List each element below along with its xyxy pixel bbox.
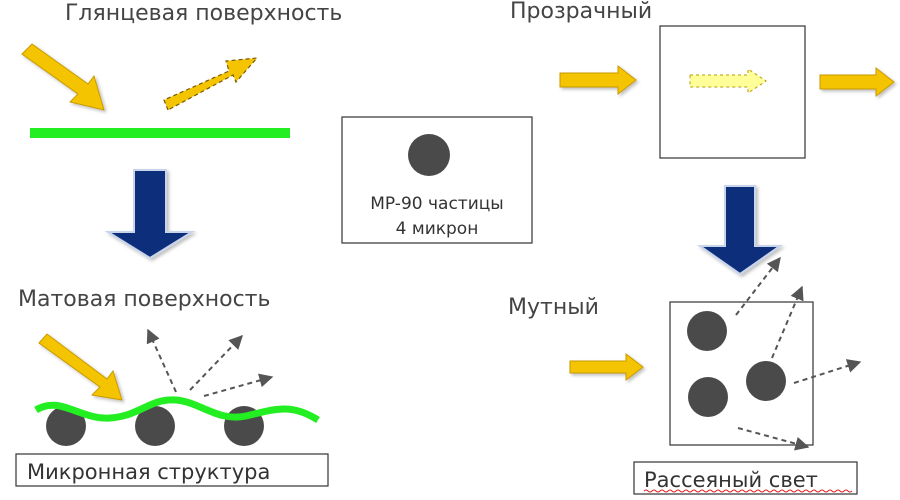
glossy-surface-line <box>30 128 290 138</box>
mp90-particle <box>408 134 450 176</box>
transition-down-arrow-icon <box>104 169 196 260</box>
micron-structure-label: Микронная структура <box>27 460 270 484</box>
scattered-light-label: Рассеяный свет <box>644 468 818 492</box>
spellcheck-underline <box>643 489 853 493</box>
turbid-particle <box>688 377 728 417</box>
scattered-ray-arrow-icon <box>735 256 781 316</box>
matte-surface-label: Матовая поверхность <box>18 287 270 312</box>
turbid-incoming-light-arrow-icon <box>569 352 644 382</box>
particles-name-label: MP-90 частицы <box>370 194 503 214</box>
transmitted-light-arrow-icon <box>689 68 767 94</box>
scattered-ray-arrow-icon <box>146 328 177 393</box>
transparent-box <box>659 25 806 159</box>
transparent-label: Прозрачный <box>510 0 652 24</box>
reflected-light-arrow-icon <box>163 57 259 111</box>
incoming-light-arrow-icon <box>559 64 637 96</box>
matte-incident-light-arrow-icon <box>38 333 123 401</box>
turbid-particle <box>687 311 727 351</box>
scattered-light-box <box>633 461 858 495</box>
micron-structure-box <box>15 453 329 487</box>
scattered-ray-arrow-icon <box>189 334 243 391</box>
scattered-ray-arrow-icon <box>771 285 804 359</box>
particles-size-label: 4 микрон <box>396 219 479 239</box>
scattered-ray-arrow-icon <box>737 427 810 451</box>
surface-particle <box>135 406 175 446</box>
outgoing-light-arrow-icon <box>819 66 895 98</box>
incident-light-arrow-icon <box>21 43 105 111</box>
turbid-label: Мутный <box>508 295 599 320</box>
transition-down-arrow-icon <box>696 185 784 276</box>
scattered-ray-arrow-icon <box>793 359 862 384</box>
surface-particle <box>46 406 86 446</box>
glossy-surface-label: Глянцевая поверхность <box>65 1 342 26</box>
turbid-particle <box>746 361 786 401</box>
matte-surface-wave <box>34 396 320 423</box>
scattered-ray-arrow-icon <box>203 373 274 397</box>
